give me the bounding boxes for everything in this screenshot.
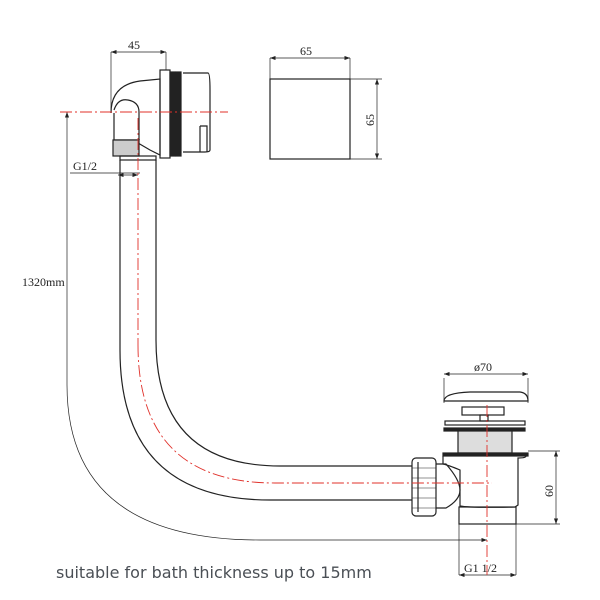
dim-plate-width: 65 xyxy=(300,44,312,58)
dim-plug-diameter: ø70 xyxy=(474,360,492,374)
flexible-pipe xyxy=(119,160,412,501)
dim-overflow-thread: G1/2 xyxy=(73,159,97,173)
dim-plate-height: 65 xyxy=(363,114,377,126)
caption: suitable for bath thickness up to 15mm xyxy=(56,563,372,582)
bath-waste xyxy=(442,371,560,578)
dim-pipe-length: 1320mm xyxy=(22,275,65,289)
overflow-elbow xyxy=(110,69,211,161)
dim-waste-thread: G1 1/2 xyxy=(464,561,497,575)
dim-waste-height: 60 xyxy=(542,485,556,497)
centerlines xyxy=(60,111,492,575)
dim-overflow-depth: 45 xyxy=(128,38,140,52)
overflow-cover-plate xyxy=(269,78,351,160)
